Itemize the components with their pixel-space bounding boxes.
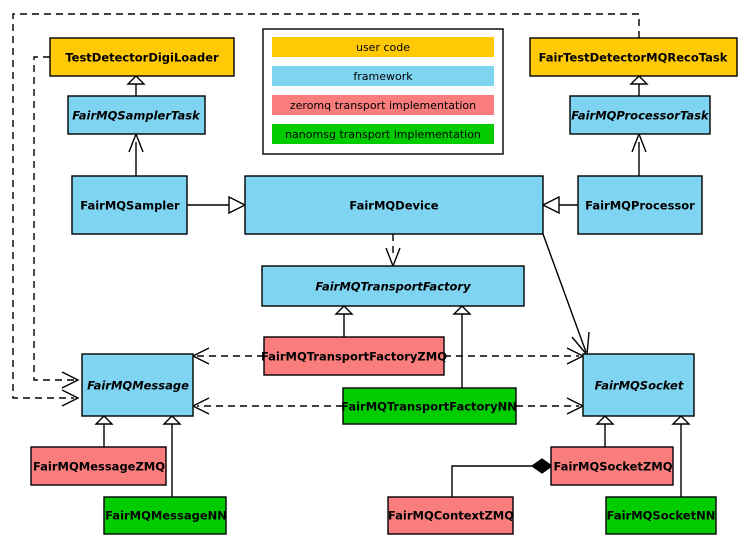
node-label-fairmqtransportfactory: FairMQTransportFactory: [315, 280, 471, 294]
arrowhead-digiloader-to-message: [61, 371, 80, 389]
arrowhead-gen-message-nn: [162, 415, 182, 425]
arrowhead-gen-device-left: [228, 195, 247, 215]
edge-recotask-to-message: [12, 13, 640, 399]
legend-item-zeromq: zeromq transport implementation: [272, 95, 494, 115]
node-label-testdetectordigiloader: TestDetectorDigiLoader: [65, 51, 219, 65]
node-fairmqmessage[interactable]: FairMQMessage: [81, 353, 194, 417]
legend-label-zeromq: zeromq transport implementation: [290, 99, 476, 112]
arrowhead-gen-digiloader: [126, 75, 146, 85]
node-fairmqsampler[interactable]: FairMQSampler: [71, 175, 188, 235]
node-fairmqmessagezmq[interactable]: FairMQMessageZMQ: [30, 446, 167, 486]
node-label-fairmqsocket: FairMQSocket: [595, 379, 684, 393]
node-label-fairmqprocessortask: FairMQProcessorTask: [571, 109, 710, 123]
edge-layer: [12, 13, 691, 497]
node-fairmqdevice[interactable]: FairMQDevice: [244, 175, 544, 235]
legend-item-nanomsg: nanomsg transport implementation: [272, 124, 494, 144]
legend-swatch-nanomsg: [272, 124, 494, 144]
node-label-fairmqtransportfactorynn: FairMQTransportFactoryNN: [341, 400, 517, 414]
legend-swatch-zeromq: [272, 95, 494, 115]
node-label-fairmqsampler: FairMQSampler: [80, 199, 180, 213]
legend-label-framework: framework: [353, 70, 413, 83]
arrowhead-gen-socket-nn: [671, 415, 691, 425]
arrowhead-gen-message-zmq: [94, 415, 114, 425]
node-label-fairmqmessagenn: FairMQMessageNN: [105, 509, 227, 523]
diamond-composition-socketzmq: [530, 458, 554, 474]
arrowhead-recotask-to-message: [61, 389, 80, 407]
arrowhead-gen-recotask: [629, 75, 649, 85]
node-label-fairmqsocketnn: FairMQSocketNN: [607, 509, 716, 523]
node-label-fairmqsocketzmq: FairMQSocketZMQ: [554, 460, 673, 474]
node-fairmqsocketzmq[interactable]: FairMQSocketZMQ: [550, 446, 674, 486]
node-fairmqcontextzmq[interactable]: FairMQContextZMQ: [387, 496, 514, 535]
node-label-fairmqtransportfactoryzmq: FairMQTransportFactoryZMQ: [261, 350, 447, 364]
legend-swatch-user-code: [272, 37, 494, 57]
node-testdetectordigiloader[interactable]: TestDetectorDigiLoader: [49, 37, 235, 77]
arrowhead-gen-tf-nn: [452, 305, 472, 315]
legend-item-user-code: user code: [272, 37, 494, 57]
node-label-fairmqsamplertask: FairMQSamplerTask: [72, 109, 201, 123]
edge-contextzmq-to-socketzmq: [451, 465, 532, 497]
node-fairmqtransportfactory[interactable]: FairMQTransportFactory: [261, 265, 525, 307]
legend: user code framework zeromq transport imp…: [262, 28, 504, 155]
node-fairmqprocessor[interactable]: FairMQProcessor: [577, 175, 703, 235]
node-fairmqtransportfactoryzmq[interactable]: FairMQTransportFactoryZMQ: [261, 336, 447, 376]
node-fairmqmessagenn[interactable]: FairMQMessageNN: [103, 496, 227, 535]
node-layer: TestDetectorDigiLoader FairTestDetectorM…: [30, 37, 738, 535]
node-label-fairmqprocessor: FairMQProcessor: [585, 199, 695, 213]
node-label-fairmqmessagezmq: FairMQMessageZMQ: [33, 460, 165, 474]
legend-item-framework: framework: [272, 66, 494, 86]
node-fairmqsamplertask[interactable]: FairMQSamplerTask: [67, 95, 206, 135]
arrowhead-gen-tf-zmq: [334, 305, 354, 315]
node-label-fairtestdetectormqrecotask: FairTestDetectorMQRecoTask: [539, 51, 728, 65]
arrowhead-gen-device-right: [541, 195, 560, 215]
legend-swatch-framework: [272, 66, 494, 86]
node-label-fairmqmessage: FairMQMessage: [87, 379, 189, 393]
node-label-fairmqcontextzmq: FairMQContextZMQ: [388, 509, 514, 523]
arrowhead-gen-socket-zmq: [595, 415, 615, 425]
node-fairmqprocessortask[interactable]: FairMQProcessorTask: [569, 95, 711, 135]
node-fairmqsocket[interactable]: FairMQSocket: [582, 353, 695, 417]
legend-label-nanomsg: nanomsg transport implementation: [285, 128, 481, 141]
node-label-fairmqdevice: FairMQDevice: [349, 199, 438, 213]
node-fairmqsocketnn[interactable]: FairMQSocketNN: [605, 496, 717, 535]
edge-device-to-socket: [542, 233, 587, 353]
legend-label-user-code: user code: [356, 41, 410, 54]
node-fairtestdetectormqrecotask[interactable]: FairTestDetectorMQRecoTask: [529, 37, 738, 77]
node-fairmqtransportfactorynn[interactable]: FairMQTransportFactoryNN: [341, 387, 517, 425]
